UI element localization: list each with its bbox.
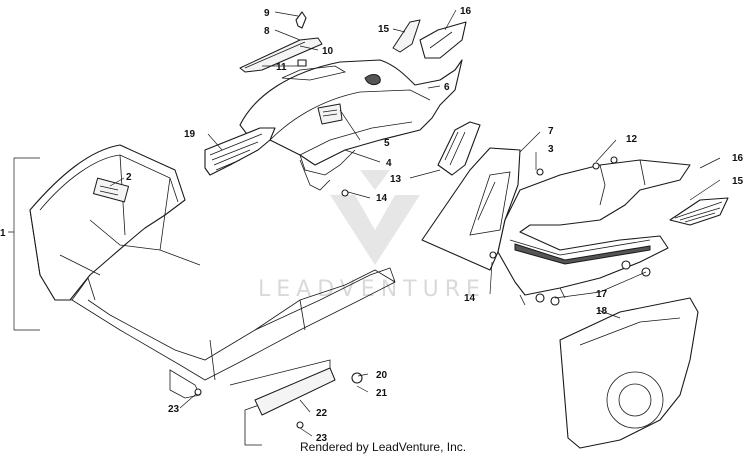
callout-5: 5: [384, 138, 390, 149]
callout-10: 10: [322, 46, 334, 57]
headlight-13: [437, 121, 481, 176]
callout-7: 7: [548, 126, 554, 137]
footer-credit: Rendered by LeadVenture, Inc.: [300, 440, 467, 454]
callout-14a: 14: [376, 193, 388, 204]
front-rack: [29, 144, 396, 446]
callout-23b: 23: [316, 433, 328, 444]
mesh-grille-15: [669, 197, 729, 226]
watermark-text: LEADVENTURE: [258, 277, 486, 302]
fasteners: [297, 59, 651, 306]
callout-20: 20: [376, 370, 388, 381]
callout-3: 3: [548, 144, 554, 155]
upper-right-panel: [392, 19, 467, 59]
callout-11: 11: [276, 62, 287, 73]
front-fender-upper: [239, 59, 463, 191]
callout-23a: 23: [168, 404, 180, 415]
callout-labels: 1 2 3 4 5 6 7 8 9 10 11 12 13 14 14 15 1…: [0, 6, 744, 444]
callout-4: 4: [386, 158, 392, 169]
callout-14b: 14: [464, 293, 476, 304]
bracket-1: [8, 157, 40, 331]
callout-17: 17: [596, 289, 608, 300]
lower-fender-18: [559, 297, 699, 449]
callout-9: 9: [264, 8, 270, 19]
callout-21: 21: [376, 388, 388, 399]
callout-6: 6: [444, 82, 450, 93]
leader-lines: [109, 9, 721, 437]
callout-19: 19: [184, 129, 196, 140]
callout-2: 2: [126, 172, 132, 183]
watermark: LEADVENTURE: [258, 170, 486, 302]
clip-9: [295, 11, 307, 29]
side-panel-7: [421, 147, 521, 271]
callout-22: 22: [316, 408, 328, 419]
callout-15a: 15: [378, 24, 390, 35]
callout-8: 8: [264, 26, 270, 37]
watermark-logo: [330, 170, 420, 265]
callout-16b: 16: [732, 153, 744, 164]
right-fender: [497, 159, 691, 306]
callout-12: 12: [626, 134, 638, 145]
callout-15b: 15: [732, 176, 744, 187]
callout-16a: 16: [460, 6, 472, 17]
side-grille-19: [204, 127, 276, 176]
callout-18: 18: [596, 306, 608, 317]
callout-13: 13: [390, 174, 402, 185]
callout-1: 1: [0, 228, 6, 239]
